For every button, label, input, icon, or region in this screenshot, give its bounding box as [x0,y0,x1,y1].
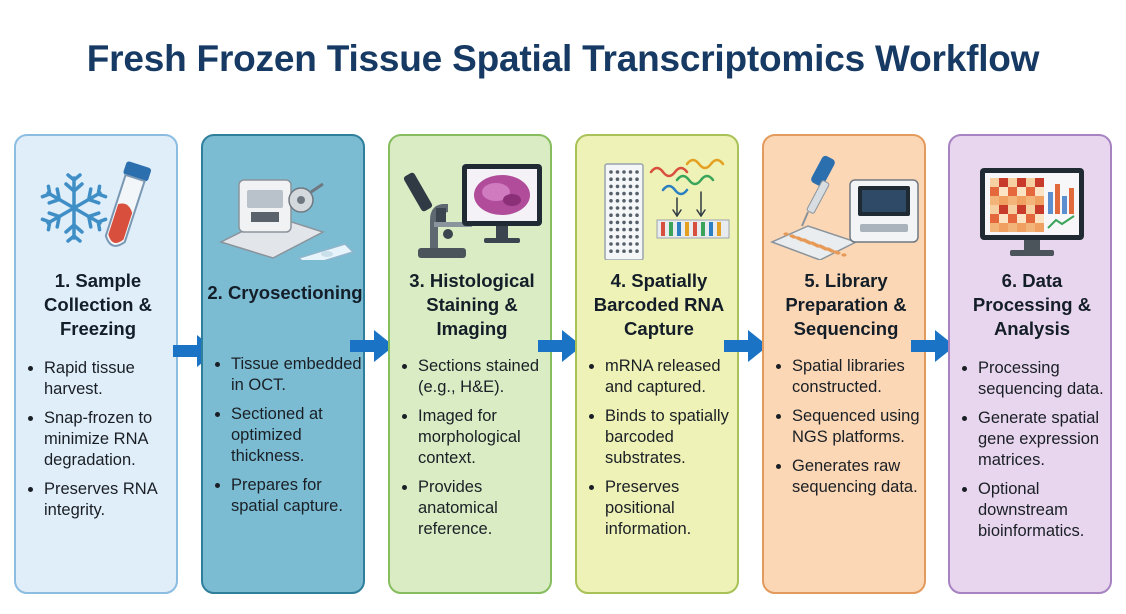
bullet-item: Rapid tissue harvest. [44,358,176,400]
step-card-1: 1. Sample Collection & Freezing Rapid ti… [14,134,178,594]
bullet-item: Optional downstream bioinformatics. [978,479,1110,542]
step-bullets: Sections stained (e.g., H&E). Imaged for… [400,356,550,548]
step-card-2: 2. Cryosectioning Tissue embedded in OCT… [201,134,365,594]
step-bullets: Spatial libraries constructed. Sequenced… [774,356,924,506]
step-5-illustration [770,155,919,260]
bullet-item: Generate spatial gene expression matrice… [978,408,1110,471]
step-card-5: 5. Library Preparation & Sequencing Spat… [762,134,926,594]
pipette-icon [801,155,835,227]
bullet-item: Imaged for morphological context. [418,406,550,469]
bullet-item: Binds to spatially barcoded substrates. [605,406,737,469]
step-bullets: mRNA released and captured. Binds to spa… [587,356,737,548]
step-card-4: 4. Spatially Barcoded RNA Capture mRNA r… [575,134,739,594]
bullet-item: Generates raw sequencing data. [792,456,924,498]
bullet-item: Prepares for spatial capture. [231,475,363,517]
heatmap-icon [990,178,1044,232]
bar-chart-icon [1047,184,1075,229]
step-title: 3. Histological Staining & Imaging [409,270,535,339]
step-card-6: 6. Data Processing & Analysis Processing… [948,134,1112,594]
arrow-right-icon [724,330,768,362]
step-3-illustration [403,164,542,258]
monitor-tissue-icon [462,164,542,243]
bullet-item: Sections stained (e.g., H&E). [418,356,550,398]
bullet-item: Processing sequencing data. [978,358,1110,400]
bullet-item: Spatial libraries constructed. [792,356,924,398]
arrow-right-icon [911,330,955,362]
step-title: 2. Cryosectioning [207,282,363,303]
page-title: Fresh Frozen Tissue Spatial Transcriptom… [86,38,1040,79]
arrow-right-icon [350,330,394,362]
step-bullets: Tissue embedded in OCT. Sectioned at opt… [213,354,363,525]
well-plate-icon [770,225,858,260]
step-title: 4. Spatially Barcoded RNA Capture [593,270,725,339]
sequencer-icon [849,179,919,243]
bullet-item: Snap-frozen to minimize RNA degradation. [44,408,176,471]
step-bullets: Rapid tissue harvest. Snap-frozen to min… [26,358,176,529]
bullet-item: mRNA released and captured. [605,356,737,398]
step-1-illustration [39,161,152,247]
step-4-illustration [604,158,730,260]
step-2-illustration [218,179,355,260]
bullet-item: Preserves positional information. [605,477,737,540]
step-title: 5. Library Preparation & Sequencing [785,270,907,339]
glass-slide-icon [297,243,355,260]
step-card-3: 3. Histological Staining & Imaging Secti… [388,134,552,594]
snowflake-icon [39,173,109,243]
step-title: 6. Data Processing & Analysis [972,270,1092,339]
bullet-item: Tissue embedded in OCT. [231,354,363,396]
bullet-item: Sequenced using NGS platforms. [792,406,924,448]
barcode-strip-icon [656,219,730,239]
rna-strands-icon [649,158,725,218]
step-title: 1. Sample Collection & Freezing [44,270,152,339]
barcode-slide-icon [604,163,644,260]
step-6-illustration [980,168,1084,256]
bullet-item: Preserves RNA integrity. [44,479,176,521]
sample-tube-icon [104,161,152,247]
step-bullets: Processing sequencing data. Generate spa… [960,358,1110,550]
arrow-right-icon [538,330,582,362]
microscope-icon [403,172,472,258]
cryostat-icon [218,179,325,259]
bullet-item: Provides anatomical reference. [418,477,550,540]
bullet-item: Sectioned at optimized thickness. [231,404,363,467]
